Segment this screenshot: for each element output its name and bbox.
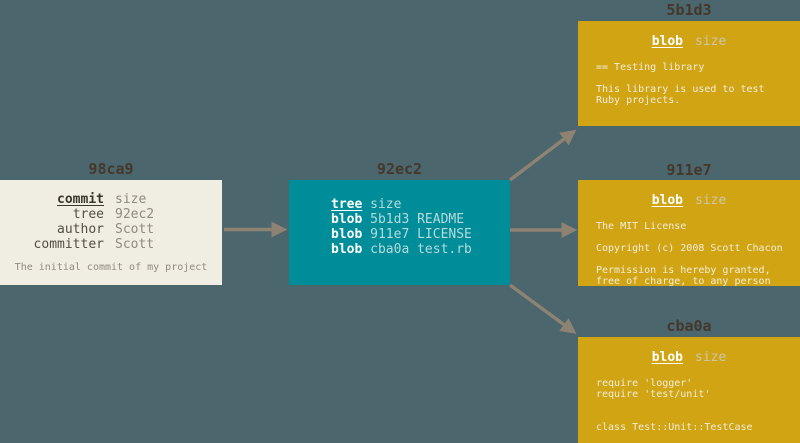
blob-type-key: blob	[651, 350, 683, 365]
blob-content: == Testing library This library is used …	[596, 62, 765, 106]
blob-type-key: blob	[651, 193, 683, 208]
commit-author-value: Scott	[115, 222, 155, 237]
blob-content: The MIT License Copyright (c) 2008 Scott…	[596, 221, 783, 286]
blob-header: blob size	[578, 34, 800, 49]
arrow-tree-to-blob-cba0a	[508, 283, 577, 334]
tree-entry: blob cba0a test.rb	[331, 242, 510, 257]
commit-tree-key: tree	[72, 207, 104, 222]
tree-blob-key: blob	[331, 242, 363, 257]
tree-entry: blob 911e7 LICENSE	[331, 227, 510, 242]
blob-5b1d3-label: 5b1d3	[666, 1, 712, 19]
blob-header: blob size	[578, 350, 800, 365]
commit-object-label: 98ca9	[88, 160, 134, 178]
blob-911e7-label: 911e7	[666, 161, 712, 179]
blob-size-key: size	[695, 350, 727, 365]
blob-cba0a-label: cba0a	[666, 317, 712, 335]
tree-entry: tree size	[331, 197, 510, 212]
tree-type-key: tree	[331, 197, 363, 212]
tree-object-box: tree size blob 5b1d3 README blob 911e7 L…	[289, 180, 510, 285]
commit-committer-key: committer	[33, 237, 104, 252]
tree-entry-readme: 5b1d3 README	[370, 212, 465, 227]
commit-fields: commit size tree 92ec2 author Scott comm…	[0, 180, 222, 252]
tree-size-value: size	[370, 197, 402, 212]
commit-object-box: commit size tree 92ec2 author Scott comm…	[0, 180, 222, 285]
tree-entries: tree size blob 5b1d3 README blob 911e7 L…	[289, 180, 510, 257]
blob-type-key: blob	[651, 34, 683, 49]
tree-blob-key: blob	[331, 227, 363, 242]
tree-object-label: 92ec2	[376, 160, 423, 178]
commit-size-value: size	[115, 192, 147, 207]
blob-size-key: size	[695, 193, 727, 208]
tree-entry-license: 911e7 LICENSE	[370, 227, 472, 242]
blob-cba0a-box: blob size require 'logger' require 'test…	[578, 337, 800, 443]
blob-911e7-box: blob size The MIT License Copyright (c) …	[578, 180, 800, 286]
tree-entry-testrb: cba0a test.rb	[370, 242, 472, 257]
arrow-tree-to-blob-5b1d3	[508, 129, 577, 182]
tree-entry: blob 5b1d3 README	[331, 212, 510, 227]
commit-committer-value: Scott	[115, 237, 155, 252]
blob-size-key: size	[695, 34, 727, 49]
commit-tree-value: 92ec2	[115, 207, 155, 222]
blob-content: require 'logger' require 'test/unit' cla…	[596, 378, 753, 433]
blob-5b1d3-box: blob size == Testing library This librar…	[578, 21, 800, 126]
tree-blob-key: blob	[331, 212, 363, 227]
blob-header: blob size	[578, 193, 800, 208]
commit-type-key: commit	[57, 192, 104, 207]
commit-message: The initial commit of my project	[14, 262, 208, 273]
commit-author-key: author	[57, 222, 104, 237]
